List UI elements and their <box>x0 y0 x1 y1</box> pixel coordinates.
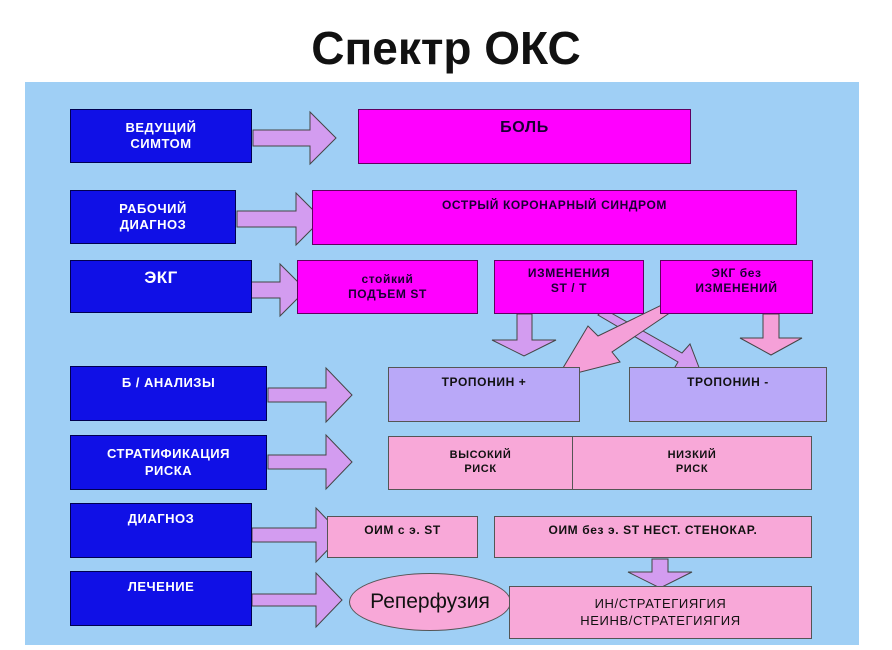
row-label-ecg: ЭКГ <box>70 260 252 313</box>
box-strategy: ИН/СТРАТЕГИЯГИЯ НЕИНВ/СТРАТЕГИЯГИЯ <box>509 586 812 639</box>
box-troponin-positive: ТРОПОНИН + <box>388 367 580 422</box>
box-troponin-negative: ТРОПОНИН - <box>629 367 827 422</box>
arrow-treatment <box>251 571 343 629</box>
page-title: Спектр ОКС <box>311 22 581 74</box>
arrow-dx-to-acs <box>236 191 323 247</box>
arrow-normal-down <box>739 313 803 356</box>
oval-reperfusion: Реперфузия <box>349 573 511 631</box>
arrow-lead-to-pain <box>252 110 337 166</box>
box-low-risk: НИЗКИЙ РИСК <box>572 436 812 490</box>
arrow-risk <box>267 433 353 491</box>
arrow-nstemi-down <box>627 558 693 589</box>
box-stemi: ОИМ с э. ST <box>327 516 478 558</box>
row-label-risk: СТРАТИФИКАЦИЯ РИСКА <box>70 435 267 490</box>
arrow-changes-down <box>491 313 557 357</box>
box-pain: БОЛЬ <box>358 109 691 164</box>
arrow-labs <box>267 366 353 424</box>
row-label-treatment: ЛЕЧЕНИЕ <box>70 571 252 626</box>
box-ecg-normal: ЭКГ без ИЗМЕНЕНИЙ <box>660 260 813 314</box>
row-label-lead-symptom: ВЕДУЩИЙ СИМТОМ <box>70 109 252 163</box>
box-st-elevation: стойкий ПОДЪЕМ ST <box>297 260 478 314</box>
row-label-diagnosis: ДИАГНОЗ <box>70 503 252 558</box>
box-nstemi-unstable-angina: ОИМ без э. ST НЕСТ. СТЕНОКАР. <box>494 516 812 558</box>
box-acs: ОСТРЫЙ КОРОНАРНЫЙ СИНДРОМ <box>312 190 797 245</box>
row-label-working-diagnosis: РАБОЧИЙ ДИАГНОЗ <box>70 190 236 244</box>
box-st-changes: ИЗМЕНЕНИЯ ST / T <box>494 260 644 314</box>
arrow-normal-diag <box>555 299 678 379</box>
box-high-risk: ВЫСОКИЙ РИСК <box>388 436 573 490</box>
row-label-labs: Б / АНАЛИЗЫ <box>70 366 267 421</box>
